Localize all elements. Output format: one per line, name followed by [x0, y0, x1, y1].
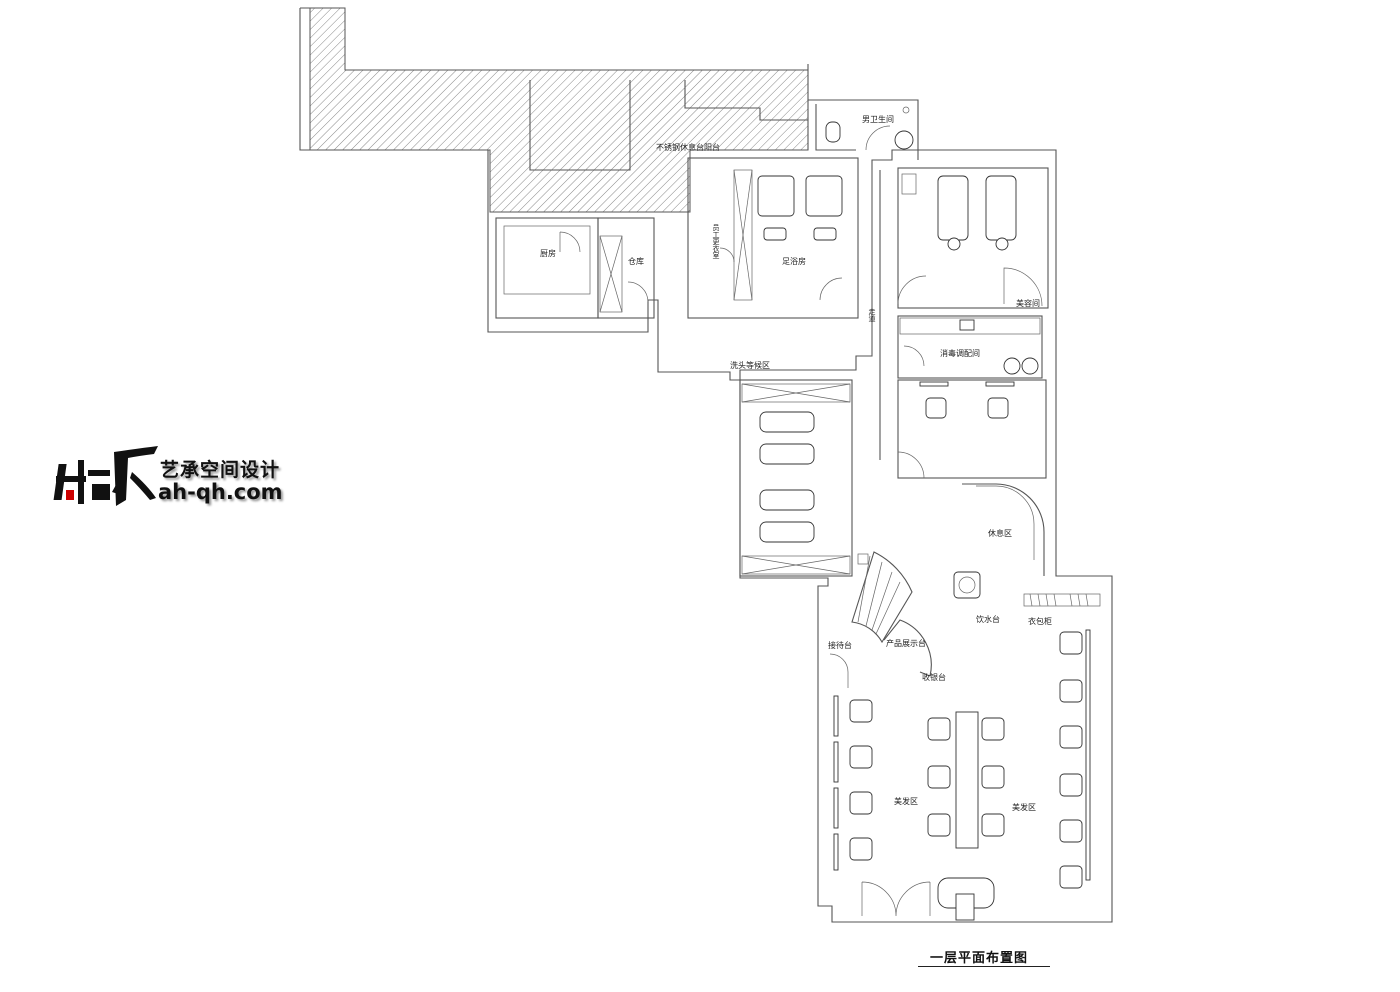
- label-corridor: 走道: [868, 308, 876, 323]
- terrace-inner-wall: [529, 80, 808, 171]
- stair: [851, 551, 913, 644]
- storage-wall: [597, 217, 655, 319]
- dye-room-wall: [897, 315, 1043, 379]
- label-display-bar: 产品展示台: [886, 638, 926, 648]
- label-water-bar: 饮水台: [976, 614, 1000, 624]
- label-counter: 接待台: [828, 640, 852, 650]
- label-lounge: 休息区: [988, 528, 1012, 538]
- label-dye-room: 消毒调配间: [940, 348, 980, 358]
- label-scalp-room: 洗头等候区: [730, 360, 770, 370]
- toilet: [825, 121, 841, 143]
- logo-name: 艺承空间设计: [160, 459, 281, 481]
- label-washroom: 男卫生间: [862, 114, 894, 124]
- scalp-room-wall: [739, 379, 853, 577]
- foot-spa-wall: [687, 157, 859, 319]
- label-foot-spa: 足浴房: [782, 256, 806, 266]
- entrance-doors: [861, 881, 931, 917]
- label-coat-cabinet: 衣包柜: [1028, 616, 1052, 626]
- label-balcony: 不锈钢休息台阳台: [656, 142, 720, 152]
- calligraphy-mark: [53, 446, 158, 506]
- styling-stations-right: [1059, 629, 1091, 889]
- styling-island: [927, 711, 1005, 849]
- label-styling-right: 美发区: [1012, 802, 1036, 812]
- label-kitchen: 厨房: [540, 248, 556, 258]
- outer-wall-upper: [300, 7, 919, 160]
- title-underline: [918, 966, 1050, 967]
- beauty-room-wall: [897, 379, 1047, 479]
- logo-url: ah-qh.com: [158, 480, 283, 504]
- label-staff-locker: 员工更衣室: [712, 224, 720, 259]
- hatched-terrace: [309, 7, 809, 213]
- label-styling-left: 美发区: [894, 796, 918, 806]
- kitchen-wall: [495, 217, 599, 319]
- spa-room-wall: [897, 167, 1049, 309]
- drawing-title: 一层平面布置图: [930, 951, 1029, 966]
- company-logo: [53, 446, 158, 506]
- label-beauty-room: 美容间: [1016, 298, 1040, 308]
- styling-stations-left: [833, 695, 873, 871]
- label-storage: 仓库: [628, 256, 644, 266]
- label-cashier: 收银台: [922, 672, 946, 682]
- wash-chairs: [759, 411, 815, 543]
